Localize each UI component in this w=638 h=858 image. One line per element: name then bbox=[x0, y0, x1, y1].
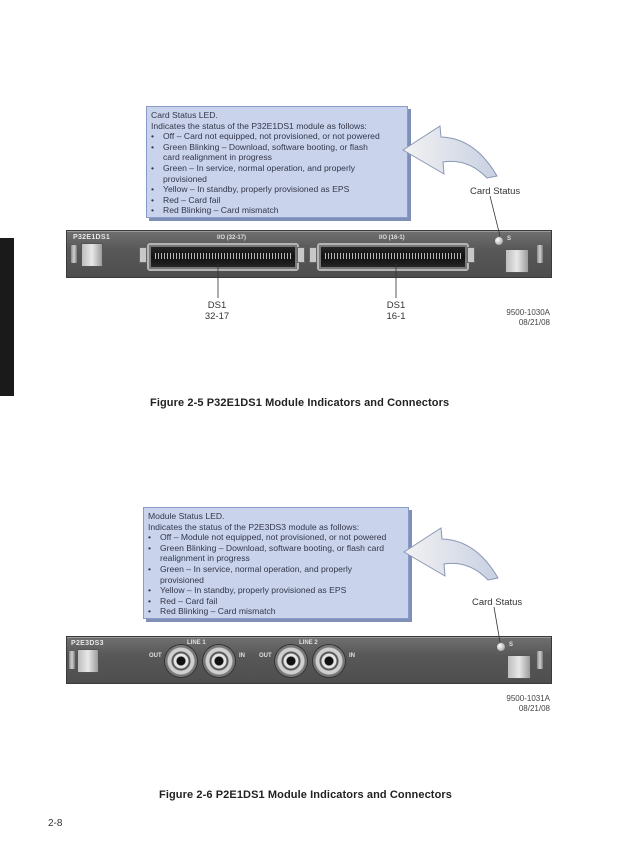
status-item: Yellow – In standby, properly provisione… bbox=[148, 585, 404, 596]
status-item: Green – In service, normal operation, an… bbox=[148, 564, 404, 575]
figure-ref-number: 9500-1031A 08/21/08 bbox=[506, 694, 550, 713]
module-status-led-callout: Module Status LED. Indicates the status … bbox=[143, 507, 409, 619]
connector-ear bbox=[467, 247, 475, 263]
status-item: Off – Module not equipped, not provision… bbox=[148, 532, 404, 543]
right-latch bbox=[505, 249, 529, 273]
p2e3ds3-module-panel: P2E3DS3 LINE 1 OUT IN LINE 2 OUT IN S bbox=[66, 636, 552, 684]
line-1-in-bnc-connector bbox=[203, 645, 235, 677]
status-item: Red Blinking – Card mismatch bbox=[148, 606, 404, 617]
in-2-label: IN bbox=[349, 653, 355, 659]
module-status-led bbox=[497, 643, 505, 651]
callout-title: Card Status LED. bbox=[151, 110, 218, 120]
right-screw bbox=[537, 245, 543, 263]
right-screw bbox=[537, 651, 543, 669]
module-name-label: P2E3DS3 bbox=[71, 640, 104, 647]
status-item: Off – Card not equipped, not provisioned… bbox=[151, 131, 403, 142]
callout-subtitle: Indicates the status of the P2E3DS3 modu… bbox=[148, 521, 360, 532]
connector-ear bbox=[139, 247, 147, 263]
p32e1ds1-module-panel: P32E1DS1 I/O (32-17) I/O (16-1) S bbox=[66, 230, 552, 278]
arrow-1 bbox=[402, 125, 501, 237]
arrow-2 bbox=[403, 527, 501, 643]
status-item-continued: provisioned bbox=[160, 574, 204, 585]
left-latch bbox=[81, 243, 103, 267]
line-2-label: LINE 2 bbox=[299, 640, 318, 646]
figure-2-5-caption: Figure 2-5 P32E1DS1 Module Indicators an… bbox=[150, 397, 450, 409]
led-s-label: S bbox=[509, 642, 514, 648]
connector-ear bbox=[309, 247, 317, 263]
out-2-label: OUT bbox=[259, 653, 272, 659]
port-label-32-17: I/O (32-17) bbox=[217, 235, 247, 241]
out-1-label: OUT bbox=[149, 653, 162, 659]
port-label-16-1: I/O (16-1) bbox=[379, 235, 405, 241]
left-screw bbox=[69, 651, 75, 669]
module-name-label: P32E1DS1 bbox=[73, 234, 111, 241]
ds1-32-17-label: DS1 32-17 bbox=[204, 300, 230, 322]
page-number: 2-8 bbox=[48, 818, 63, 829]
ds1-32-17-connector bbox=[147, 243, 299, 271]
status-item: Green Blinking – Download, software boot… bbox=[151, 142, 403, 153]
line-2-out-bnc-connector bbox=[275, 645, 307, 677]
ds1-16-1-label: DS1 16-1 bbox=[386, 300, 406, 322]
right-latch bbox=[507, 655, 531, 679]
figure-2-6-caption: Figure 2-6 P2E1DS1 Module Indicators and… bbox=[159, 789, 452, 801]
card-status-led bbox=[495, 237, 503, 245]
status-item-continued: realignment in progress bbox=[160, 553, 250, 564]
line-1-label: LINE 1 bbox=[187, 640, 206, 646]
status-item-continued: provisioned bbox=[163, 173, 207, 184]
line-1-out-bnc-connector bbox=[165, 645, 197, 677]
led-s-label: S bbox=[507, 236, 512, 242]
left-screw bbox=[71, 245, 77, 263]
status-item: Red – Card fail bbox=[151, 195, 403, 206]
callout-title: Module Status LED. bbox=[148, 511, 225, 521]
section-tab bbox=[0, 238, 14, 396]
card-status-label: Card Status bbox=[470, 186, 521, 197]
connector-leader-lines bbox=[217, 264, 397, 298]
left-latch bbox=[77, 649, 99, 673]
line-2-in-bnc-connector bbox=[313, 645, 345, 677]
card-status-led-callout: Card Status LED. Indicates the status of… bbox=[146, 106, 408, 218]
status-item-continued: card realignment in progress bbox=[163, 152, 272, 163]
ds1-16-1-connector bbox=[317, 243, 469, 271]
status-item: Green Blinking – Download, software boot… bbox=[148, 543, 404, 554]
card-status-label: Card Status bbox=[472, 597, 523, 608]
in-1-label: IN bbox=[239, 653, 245, 659]
callout-subtitle: Indicates the status of the P32E1DS1 mod… bbox=[151, 120, 367, 131]
status-item: Red – Card fail bbox=[148, 596, 404, 607]
figure-ref-number: 9500-1030A 08/21/08 bbox=[506, 308, 550, 327]
connector-ear bbox=[297, 247, 305, 263]
status-item: Red Blinking – Card mismatch bbox=[151, 205, 403, 216]
status-item: Yellow – In standby, properly provisione… bbox=[151, 184, 403, 195]
status-item: Green – In service, normal operation, an… bbox=[151, 163, 403, 174]
